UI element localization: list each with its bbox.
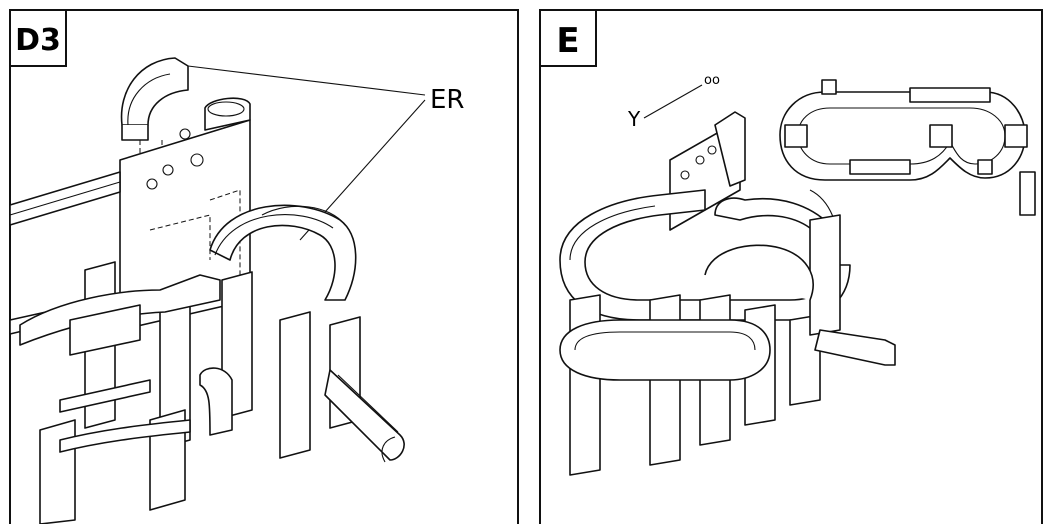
step-label: D3 [15,23,61,58]
step-e-illustration: E Y oo [539,9,1043,524]
panel-frame [9,9,519,524]
step-label-box [9,9,67,67]
panel-frame [539,9,1043,524]
step-label-box [539,9,597,67]
leader-line [643,84,703,119]
curved-track [209,204,357,301]
step-panel-e: E Y oo [530,0,1047,524]
step-d3-illustration: D3 ER [9,9,519,524]
straight-track [324,369,405,463]
leader-line [187,65,426,96]
step-panel-d3: D3 ER [9,9,519,524]
callout-label: ER [430,85,465,115]
track [19,274,233,453]
curved-track [704,244,896,366]
curve-piece [120,57,189,141]
top-view-track [779,79,1036,216]
step-label: E [556,21,579,61]
lower-loop [559,319,771,381]
callout-mark: oo [704,73,720,88]
callout-label: Y [627,107,641,131]
